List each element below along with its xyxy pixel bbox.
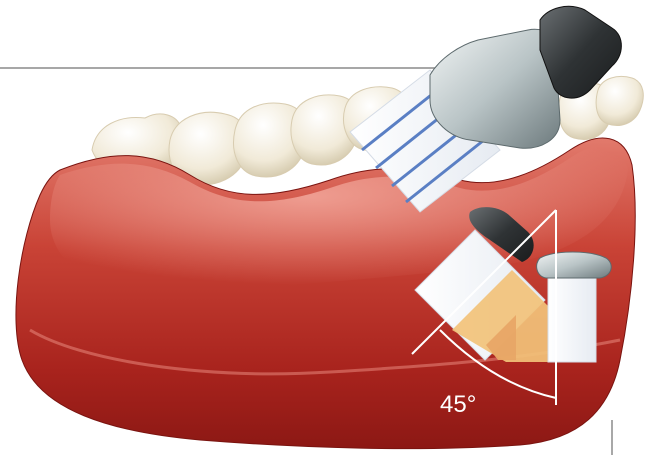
brush-head <box>537 252 612 278</box>
tooth <box>596 77 643 126</box>
gum-jaw <box>16 138 635 449</box>
angle-label: 45° <box>440 391 476 418</box>
